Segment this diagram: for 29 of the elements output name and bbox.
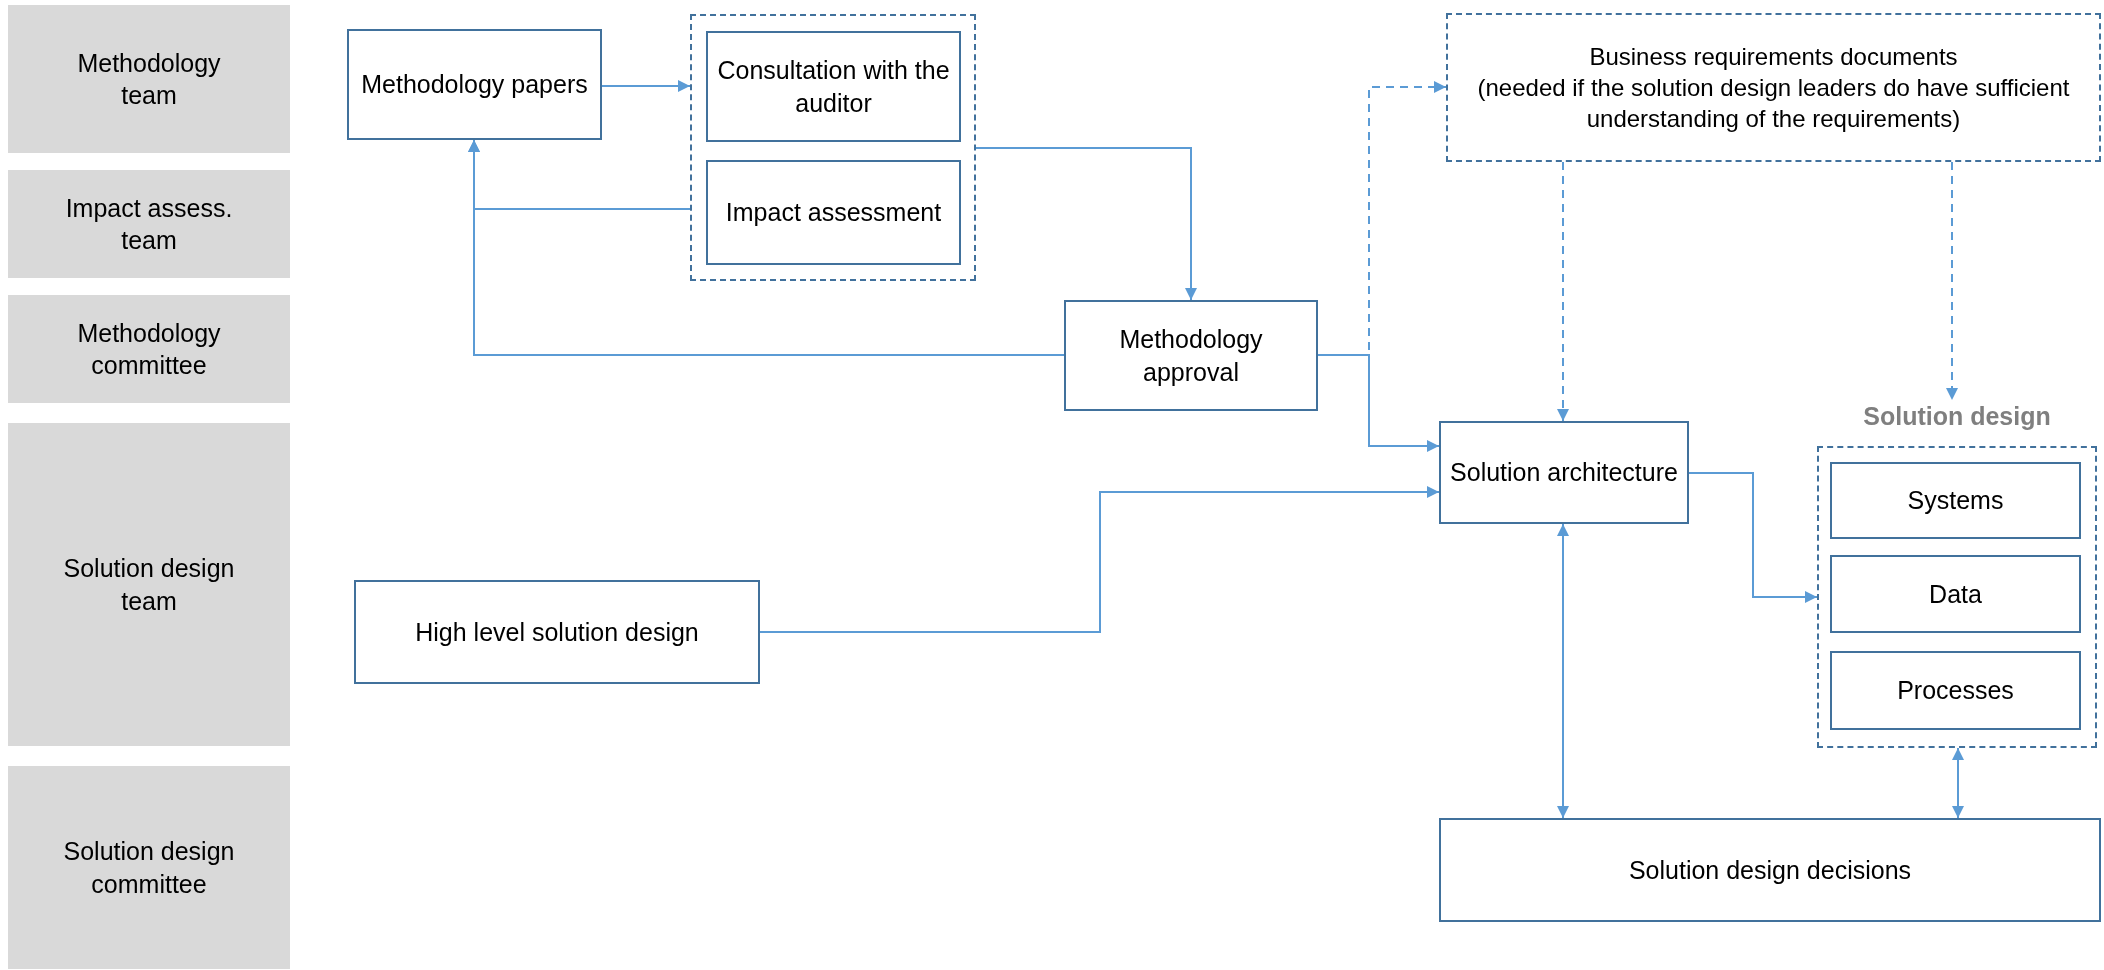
process-box: Methodology approval — [1064, 300, 1318, 411]
dashed-group-frame — [690, 14, 976, 281]
lane-label: Impact assess. team — [8, 170, 290, 278]
connector-arrow — [1557, 523, 1569, 819]
lane-label: Methodology committee — [8, 295, 290, 403]
connector-arrow — [1946, 161, 1958, 401]
box-text: (needed if the solution design leaders do have sufficient understanding of the requirements) — [1476, 72, 2071, 135]
process-box: Solution design decisions — [1439, 818, 2101, 922]
lane-label: Methodology team — [8, 5, 290, 153]
box-heading: Business requirements documents — [1588, 41, 1959, 72]
process-box: Solution architecture — [1439, 421, 1689, 524]
connector-arrow — [759, 486, 1440, 633]
dashed-box — [1446, 13, 2101, 162]
process-box: Processes — [1830, 651, 2081, 730]
connector-arrow — [1688, 472, 1818, 603]
process-box: Methodology papers — [347, 29, 602, 140]
lane-label: Solution design committee — [8, 766, 290, 969]
process-box: Data — [1830, 555, 2081, 633]
connector-arrow — [1557, 161, 1569, 422]
connector-arrow — [1952, 747, 1964, 819]
process-box: Impact assessment — [706, 160, 961, 265]
process-box: Systems — [1830, 462, 2081, 539]
connector-arrow — [975, 147, 1197, 301]
process-box: High level solution design — [354, 580, 760, 684]
group-heading: Solution design — [1862, 401, 2052, 432]
lane-label: Solution design team — [8, 423, 290, 746]
process-box: Consultation with the auditor — [706, 31, 961, 142]
connector-arrow — [601, 80, 691, 92]
connector-arrow — [468, 139, 1065, 356]
